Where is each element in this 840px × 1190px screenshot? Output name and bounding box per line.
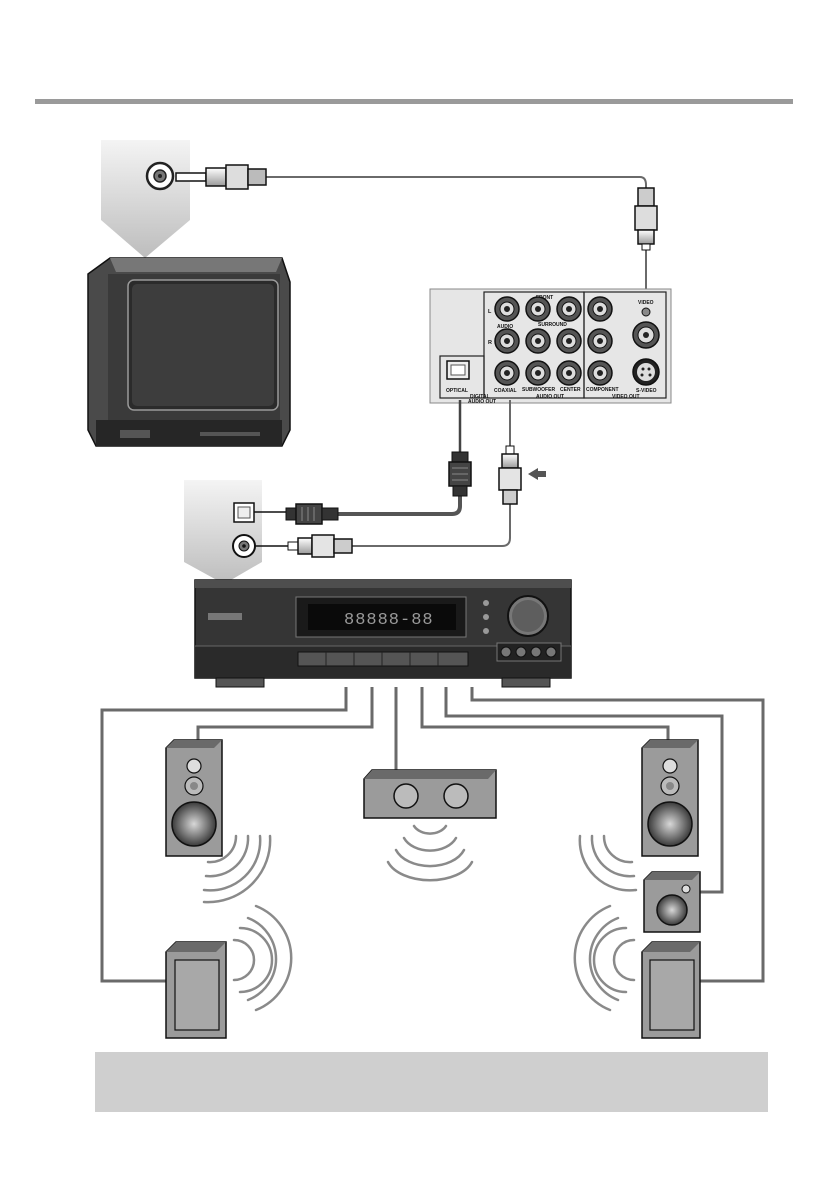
jack-audio-r bbox=[494, 328, 520, 354]
jack-coaxial bbox=[494, 360, 520, 386]
s-video-jack bbox=[632, 358, 660, 386]
label-optical: OPTICAL bbox=[446, 388, 468, 394]
jack-component-pb bbox=[587, 328, 613, 354]
optical-plug-vertical bbox=[448, 451, 472, 497]
coaxial-plug-horizontal bbox=[287, 534, 353, 558]
optical-plug-horizontal bbox=[285, 503, 339, 525]
label-subwoofer: SUBWOOFER bbox=[522, 387, 555, 393]
coaxial-cable bbox=[287, 400, 522, 558]
jack-front-l bbox=[494, 296, 520, 322]
jack-surround-l bbox=[556, 296, 582, 322]
speaker-wires bbox=[100, 687, 765, 983]
label-audio: AUDIO bbox=[497, 324, 513, 330]
receiver-display-text: 88888-88 bbox=[344, 611, 434, 630]
jack-component-y bbox=[587, 296, 613, 322]
jack-video-out bbox=[632, 321, 660, 349]
jack-surround-r bbox=[525, 328, 551, 354]
jack-video-screw bbox=[641, 307, 651, 317]
label-digital-audio-out: AUDIO OUT bbox=[468, 399, 496, 405]
television bbox=[87, 257, 291, 447]
note-box bbox=[95, 1052, 768, 1112]
video-cable bbox=[175, 164, 658, 305]
av-receiver: 88888-88 bbox=[194, 579, 572, 688]
front-right-speaker bbox=[641, 739, 699, 857]
jack-center bbox=[556, 360, 582, 386]
label-digital: DIGITAL bbox=[470, 394, 490, 400]
center-speaker bbox=[363, 769, 497, 819]
jack-subwoofer bbox=[525, 360, 551, 386]
label-video-out-group: VIDEO OUT bbox=[612, 394, 640, 400]
label-component: COMPONENT bbox=[586, 387, 619, 393]
direction-arrow bbox=[528, 468, 546, 480]
label-l: L bbox=[488, 309, 492, 315]
subwoofer bbox=[643, 871, 701, 933]
rca-plug-player-end bbox=[634, 187, 658, 251]
rca-plug-tv-end bbox=[175, 164, 267, 190]
rear-left-speaker bbox=[165, 941, 227, 1039]
label-center: CENTER bbox=[560, 387, 581, 393]
label-video-top: VIDEO bbox=[638, 300, 654, 306]
player-back-panel: L R FRONT SURROUND AUDIO VIDEO SUBWOOFER… bbox=[429, 288, 672, 405]
panel-jacks bbox=[446, 296, 660, 386]
jack-front-r bbox=[525, 296, 551, 322]
tv-input-callout bbox=[101, 140, 190, 258]
label-surround: SURROUND bbox=[538, 322, 567, 328]
optical-cable bbox=[285, 400, 472, 525]
label-front: FRONT bbox=[536, 295, 553, 301]
front-left-speaker bbox=[165, 739, 223, 857]
receiver-input-callout bbox=[184, 480, 288, 584]
header-rule bbox=[35, 99, 793, 104]
label-coaxial: COAXIAL bbox=[494, 388, 517, 394]
label-s-video: S-VIDEO bbox=[636, 388, 657, 394]
sound-waves bbox=[202, 824, 638, 1012]
jack-surround-r2 bbox=[556, 328, 582, 354]
label-r: R bbox=[488, 340, 492, 346]
jack-component-pr bbox=[587, 360, 613, 386]
rear-right-speaker bbox=[641, 941, 701, 1039]
label-audio-out-group: AUDIO OUT bbox=[536, 394, 564, 400]
coaxial-plug-vertical bbox=[498, 445, 522, 505]
